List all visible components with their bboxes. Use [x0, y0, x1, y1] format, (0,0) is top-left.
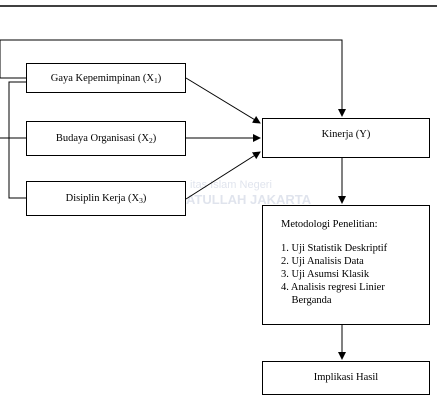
connector-x1-outer-to-y: [0, 39, 346, 117]
watermark-text-line1: itas Islam Negeri: [190, 179, 272, 191]
result-label: Implikasi Hasil: [313, 372, 379, 383]
methodology-title: Metodologi Penelitian:: [281, 219, 378, 230]
variable-label-x3: Disiplin Kerja (X3): [65, 193, 147, 205]
outcome-label: Kinerja (Y): [321, 129, 371, 140]
variable-box-x3: Disiplin Kerja (X3): [26, 181, 186, 216]
methodology-item: Berganda: [281, 295, 332, 306]
variable-box-x1: Gaya Kepemimpinan (X1): [26, 63, 186, 93]
methodology-box: Metodologi Penelitian: 1. Uji Statistik …: [262, 205, 430, 325]
variable-label-x1: Gaya Kepemimpinan (X1): [50, 72, 162, 85]
variable-box-x2: Budaya Organisasi (X2): [26, 121, 186, 156]
outcome-box-kinerja: Kinerja (Y): [262, 118, 430, 158]
methodology-item: 3. Uji Asumsi Klasik: [281, 269, 370, 280]
methodology-item: 2. Uji Analisis Data: [281, 256, 364, 267]
methodology-item: 1. Uji Statistik Deskriptif: [281, 243, 388, 254]
watermark-text-line2: ATULLAH JAKARTA: [186, 192, 312, 207]
variable-label-x2: Budaya Organisasi (X2): [55, 133, 157, 145]
methodology-item: 4. Analisis regresi Linier: [281, 282, 385, 293]
connector-left-bracket: [8, 81, 26, 199]
methodology-list: 1. Uji Statistik Deskriptif 2. Uji Anali…: [281, 242, 423, 307]
arrow-x3-to-y: [185, 151, 261, 200]
arrow-x1-to-y: [185, 77, 261, 124]
result-box: Implikasi Hasil: [262, 361, 430, 395]
